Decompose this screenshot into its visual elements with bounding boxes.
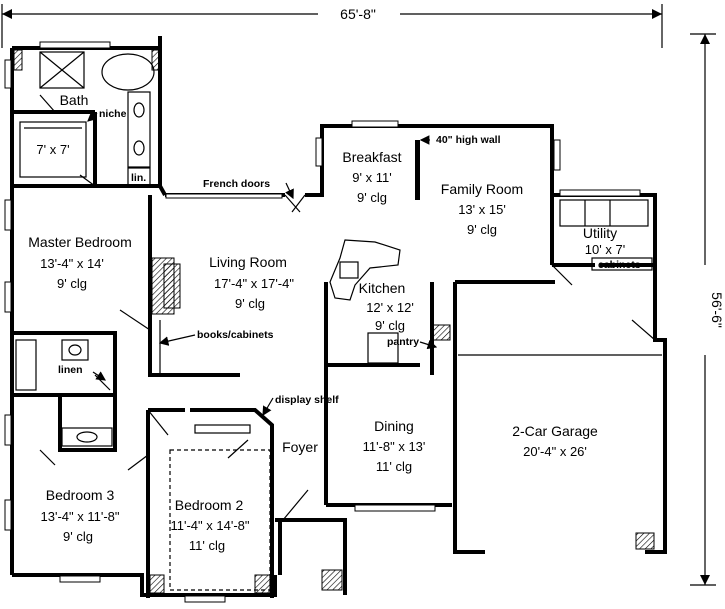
windows [4,41,641,603]
garage-name: 2-Car Garage [512,423,598,439]
breakfast-name: Breakfast [342,149,401,165]
living-room-ceiling: 9' clg [235,296,265,311]
breakfast-size: 9' x 11' [352,170,391,185]
overall-width-label: 65'-8" [340,6,376,22]
bedroom2-ceiling: 11' clg [189,538,225,553]
overall-width-dimension [1,4,663,48]
pantry-label: pantry [387,336,419,348]
dining-size: 11'-8" x 13' [363,439,426,454]
utility-name: Utility [583,225,617,241]
bedroom2-size: 11'-4" x 14'-8" [171,518,250,533]
overall-depth-label: 56'-6" [709,292,725,328]
closet-size: 7' x 7' [36,142,69,157]
cabinets-label: cabinets [598,259,641,271]
niche-label: niche [99,108,127,120]
dining-name: Dining [374,418,414,434]
high-wall-label: 40" high wall [436,134,501,146]
display-shelf-label: display shelf [275,394,339,406]
linen-label: linen [58,364,83,376]
garage-size: 20'-4" x 26' [523,444,587,459]
living-room-size: 17'-4" x 17'-4" [214,276,294,291]
wall-hatching [13,49,655,594]
master-bedroom-size: 13'-4" x 14' [40,256,104,271]
kitchen-name: Kitchen [359,280,406,296]
books-cabinets-label: books/cabinets [197,329,274,341]
fixtures [15,51,662,591]
bedroom2-name: Bedroom 2 [175,497,244,513]
kitchen-ceiling: 9' clg [375,318,405,333]
leaders [87,111,438,417]
bedroom3-name: Bedroom 3 [46,487,115,503]
family-room-size: 13' x 15' [458,202,506,217]
french-doors-label: French doors [203,178,270,190]
bedroom3-ceiling: 9' clg [63,529,93,544]
bedroom3-size: 13'-4" x 11'-8" [41,509,120,524]
master-bedroom-ceiling: 9' clg [57,276,87,291]
kitchen-size: 12' x 12' [366,300,414,315]
family-room-name: Family Room [441,181,523,197]
bath-name: Bath [60,92,89,108]
overall-depth-dimension [690,33,716,586]
utility-size: 10' x 7' [585,242,625,257]
living-room-name: Living Room [209,254,287,270]
foyer-name: Foyer [282,439,318,455]
lin-bath-label: lin. [131,172,146,184]
dining-ceiling: 11' clg [376,459,412,474]
breakfast-ceiling: 9' clg [357,190,387,205]
family-room-ceiling: 9' clg [467,222,497,237]
master-bedroom-name: Master Bedroom [28,234,131,250]
